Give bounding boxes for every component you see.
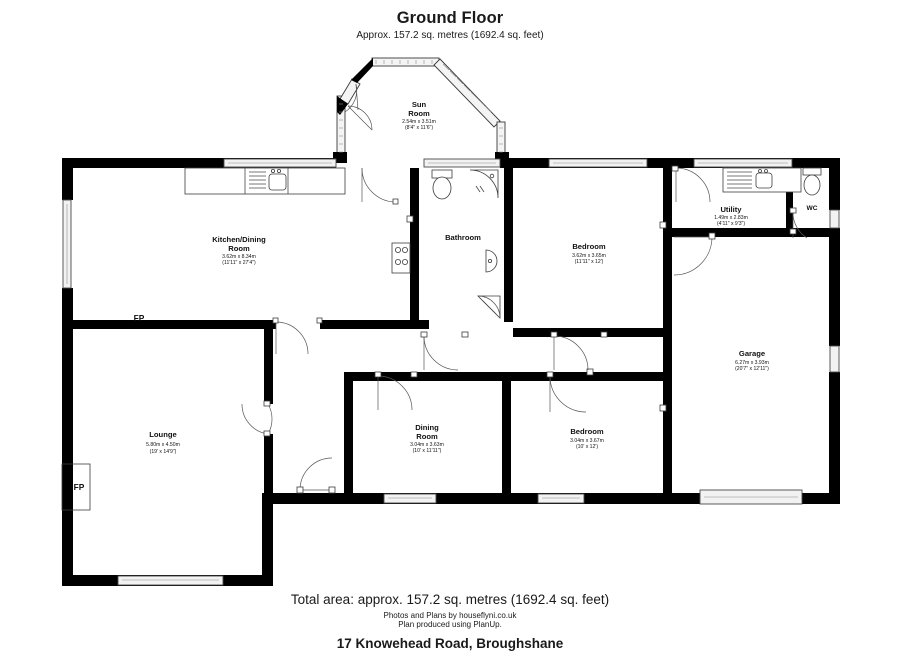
room-label-kitchen-dining: Kitchen/Dining Room 3.62m x 8.34m (11'11… [212, 235, 266, 266]
wc-fixtures [802, 167, 822, 196]
bathroom-name: Bathroom [445, 233, 481, 242]
bedroom-top-dim-imperial: (11'11" x 12') [575, 259, 604, 265]
dining-dim-imperial: (10' x 11'11") [413, 448, 442, 454]
lounge-dim-metric: 5.80m x 4.50m [146, 442, 180, 448]
garage-dim-metric: 6.27m x 3.93m [735, 360, 769, 366]
room-label-bedroom-top: Bedroom 3.62m x 3.65m (11'11" x 12') [572, 242, 606, 265]
sun-room-dim-imperial: (8'4" x 11'6") [405, 125, 433, 131]
kitchen-dining-name-line2: Room [228, 244, 250, 253]
utility-dim-metric: 1.49m x 2.83m [714, 215, 748, 221]
garage-dim-imperial: (20'7" x 12'11") [735, 366, 769, 372]
garage-name: Garage [739, 349, 765, 358]
utility-fixtures [722, 167, 802, 193]
fireplaces: FP FP [61, 313, 145, 511]
room-label-sun-room: Sun Room 2.54m x 3.51m (8'4" x 11'6") [402, 100, 436, 131]
credit-line-1: Photos and Plans by houseflyni.co.uk [383, 611, 517, 620]
windows [62, 158, 840, 586]
total-area-text: Total area: approx. 157.2 sq. metres (16… [290, 592, 610, 607]
wc-name: WC [807, 205, 818, 212]
room-label-lounge: Lounge 5.80m x 4.50m (19' x 14'9") [146, 430, 180, 455]
room-label-bathroom: Bathroom [445, 233, 481, 242]
dining-name-line1: Dining [415, 423, 439, 432]
bedroom-bottom-name: Bedroom [570, 427, 604, 436]
page-title: Ground Floor [396, 9, 504, 27]
sun-room-dim-metric: 2.54m x 3.51m [402, 119, 436, 125]
room-labels: Sun Room 2.54m x 3.51m (8'4" x 11'6") Ki… [146, 100, 818, 455]
room-label-bedroom-bottom: Bedroom 3.04m x 3.67m (10' x 12') [570, 427, 604, 450]
fireplace-label-north: FP [134, 313, 145, 323]
kitchen-dining-name-line1: Kitchen/Dining [212, 235, 266, 244]
room-label-utility: Utility 1.49m x 2.83m (4'11" x 9'3") [714, 205, 748, 227]
fireplace-label-west: FP [74, 482, 85, 492]
lounge-name: Lounge [149, 430, 176, 439]
room-label-garage: Garage 6.27m x 3.93m (20'7" x 12'11") [735, 349, 769, 372]
bedroom-bottom-dim-imperial: (10' x 12') [576, 444, 598, 450]
credit-line-2: Plan produced using PlanUp. [398, 620, 502, 629]
room-label-wc: WC [807, 205, 818, 212]
page-subtitle-area: Approx. 157.2 sq. metres (1692.4 sq. fee… [356, 30, 544, 41]
doors [241, 165, 808, 494]
sun-room-structure [333, 57, 509, 163]
property-address: 17 Knowehead Road, Broughshane [336, 636, 564, 651]
bedroom-bottom-dim-metric: 3.04m x 3.67m [570, 438, 604, 444]
bathroom-fixtures [431, 169, 501, 319]
kitchen-fixtures [184, 167, 411, 274]
room-label-dining-room: Dining Room 3.04m x 3.63m (10' x 11'11") [410, 423, 444, 454]
interior-walls [62, 168, 840, 498]
kitchen-dining-dim-metric: 3.62m x 8.34m [222, 254, 256, 260]
utility-name: Utility [720, 205, 742, 214]
dining-dim-metric: 3.04m x 3.63m [410, 442, 444, 448]
sun-room-name-line1: Sun [412, 100, 427, 109]
lounge-dim-imperial: (19' x 14'9") [150, 449, 177, 455]
dining-name-line2: Room [416, 432, 438, 441]
bedroom-top-name: Bedroom [572, 242, 606, 251]
bedroom-top-dim-metric: 3.62m x 3.65m [572, 253, 606, 259]
sun-room-name-line2: Room [408, 109, 430, 118]
utility-dim-imperial: (4'11" x 9'3") [717, 221, 745, 227]
kitchen-dining-dim-imperial: (11'11" x 27'4") [222, 260, 256, 266]
